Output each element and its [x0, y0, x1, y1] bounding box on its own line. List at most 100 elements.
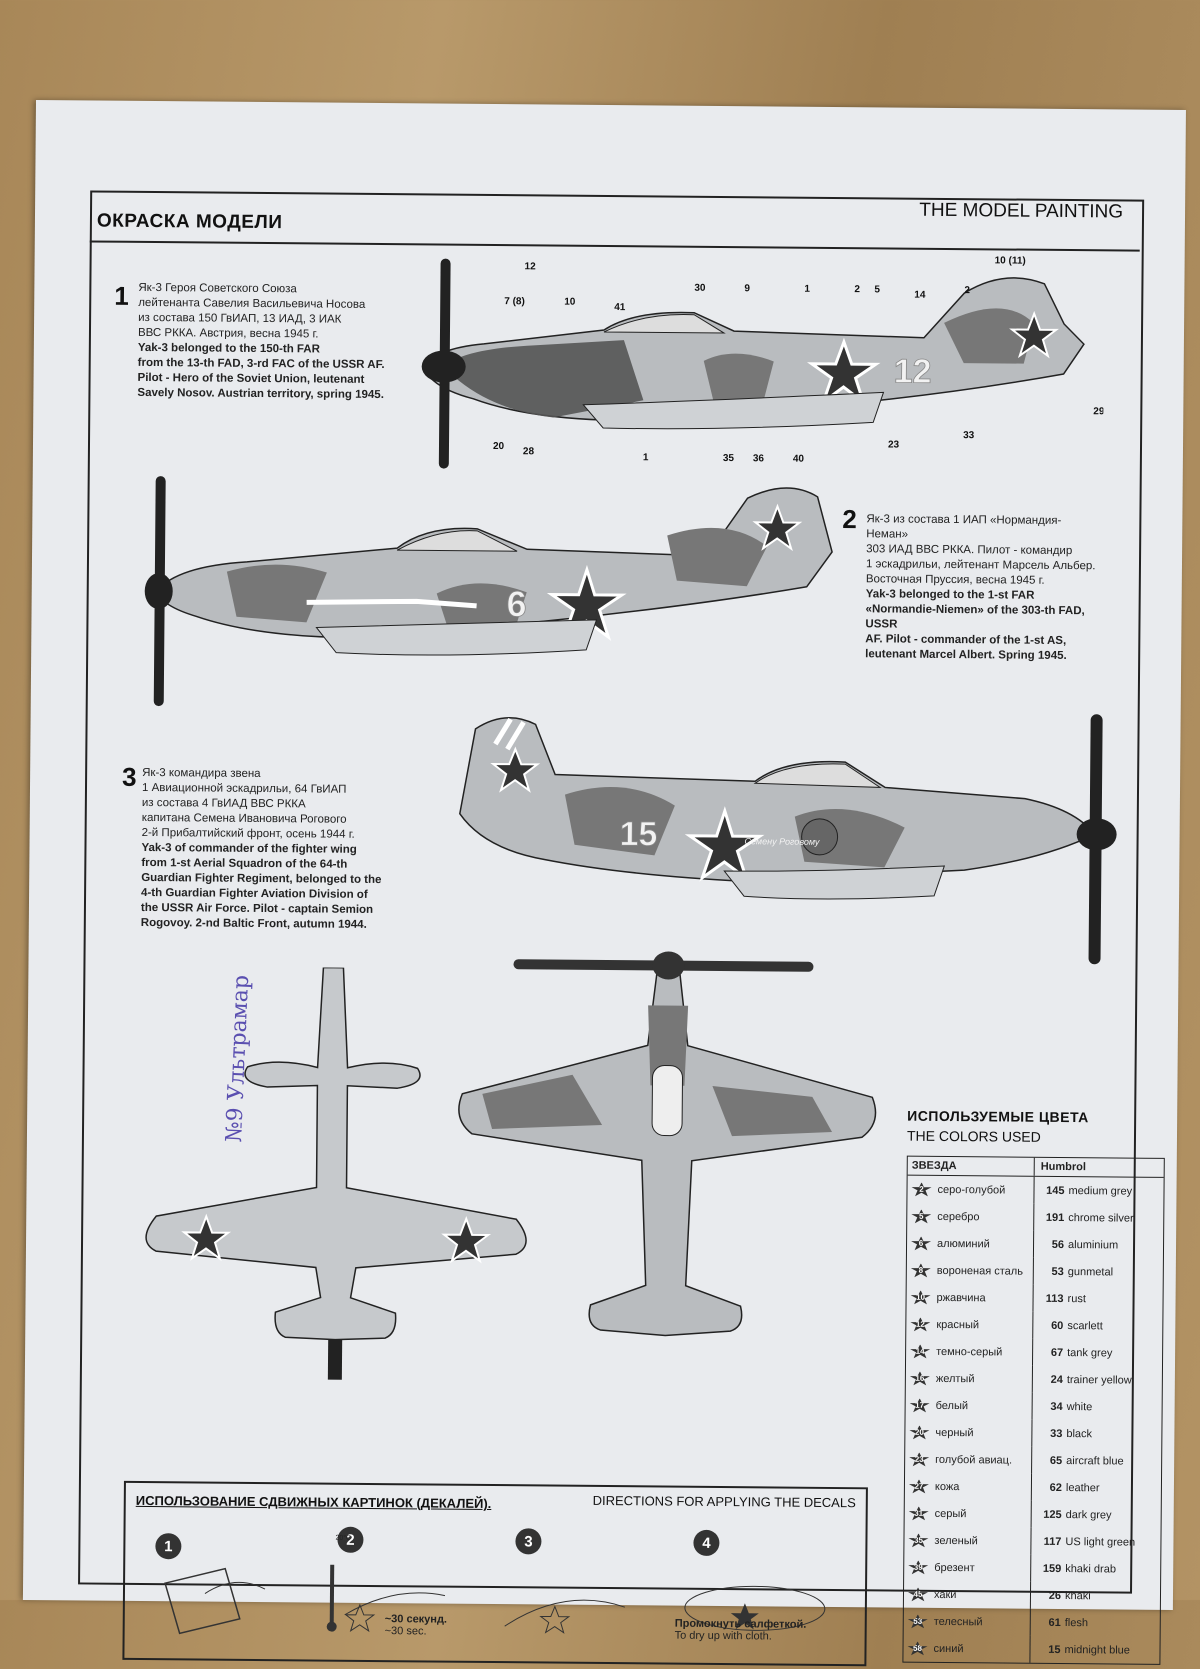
star-number: 14 — [910, 1344, 930, 1358]
callout-number: 1 — [804, 284, 810, 295]
color-name-en: dark grey — [1065, 1508, 1112, 1521]
scheme-2-en-line: «Normandie-Niemen» of the 303-th FAD, US… — [865, 603, 1085, 631]
decal-title-ru: ИСПОЛЬЗОВАНИЕ СДВИЖНЫХ КАРТИНОК (ДЕКАЛЕЙ… — [135, 1492, 492, 1512]
star-number-icon: 14 — [910, 1344, 930, 1358]
color-name-en: khaki — [1064, 1589, 1091, 1602]
callout-number: 9 — [744, 283, 750, 294]
scheme-1-description: 1 Як-3 Героя Советского Союза лейтенанта… — [113, 281, 404, 404]
col-star-header: ЗВЕЗДА — [907, 1156, 1035, 1176]
humbrol-code: 56 — [1051, 1238, 1065, 1251]
callout-number: 30 — [694, 283, 706, 294]
star-number: 17 — [910, 1398, 930, 1412]
callout-number: 12 — [525, 261, 537, 272]
star-number: 45 — [908, 1587, 928, 1601]
star-number: 8 — [911, 1263, 931, 1277]
color-name-ru: голубой авиац. — [929, 1445, 1033, 1474]
colors-title-ru: ИСПОЛЬЗУЕМЫЕ ЦВЕТА — [907, 1107, 1089, 1126]
star-number: 23 — [909, 1452, 929, 1466]
humbrol-code: 53 — [1051, 1265, 1064, 1278]
instruction-sheet: ОКРАСКА МОДЕЛИ THE MODEL PAINTING 1 Як-3… — [22, 100, 1186, 1667]
color-name-en: gunmetal — [1067, 1265, 1114, 1278]
star-number-icon: 8 — [911, 1263, 931, 1277]
color-name-en: US light green — [1065, 1535, 1136, 1549]
star-number: 31 — [909, 1506, 929, 1520]
star-number: 6 — [911, 1236, 931, 1250]
color-name-ru: ржавчина — [930, 1283, 1034, 1312]
plane-bottom-view — [145, 966, 527, 1380]
star-number: 27 — [909, 1479, 929, 1493]
color-name-ru: брезент — [928, 1553, 1032, 1582]
step-4-badge: 4 — [693, 1529, 720, 1557]
humbrol-code: 117 — [1043, 1535, 1062, 1548]
star-number: 35 — [908, 1533, 928, 1547]
colors-title-en: THE COLORS USED — [906, 1127, 1041, 1145]
plane-top-view — [458, 951, 877, 1337]
star-number-icon: 6 — [911, 1236, 931, 1250]
callout-number: 41 — [614, 302, 626, 313]
humbrol-code: 65 — [1049, 1454, 1063, 1467]
star-number-icon: 45 — [908, 1587, 928, 1601]
colors-table-header: ЗВЕЗДА Humbrol — [907, 1156, 1164, 1178]
decal-directions: ИСПОЛЬЗОВАНИЕ СДВИЖНЫХ КАРТИНОК (ДЕКАЛЕЙ… — [122, 1480, 868, 1667]
callout-number: 40 — [793, 454, 805, 465]
humbrol-code: 145 — [1046, 1184, 1065, 1197]
star-number-icon: 5 — [911, 1209, 931, 1223]
star-number-icon: 53 — [908, 1614, 928, 1628]
callout-number: 7 (8) — [504, 296, 525, 307]
color-name-ru: кожа — [928, 1472, 1033, 1501]
callout-number: 2 — [964, 285, 970, 296]
tail-number: 6 — [506, 583, 526, 624]
star-number-icon: 16 — [910, 1371, 930, 1385]
star-number-icon: 2 — [911, 1182, 931, 1196]
title-en: THE MODEL PAINTING — [919, 199, 1124, 223]
color-name-ru: телесный — [927, 1607, 1031, 1636]
decal-title-en: DIRECTIONS FOR APPLYING THE DECALS — [592, 1492, 856, 1511]
callout-number: 10 — [564, 297, 576, 308]
color-name-en: chrome silver — [1068, 1211, 1134, 1225]
plane-3-side-view: 15 Семену Роговому — [458, 714, 1117, 965]
color-name-en: medium grey — [1068, 1184, 1133, 1198]
plane-2-side-view: 6 — [144, 476, 833, 707]
fuselage-inscription: Семену Роговому — [745, 836, 820, 847]
dry-en: To dry up with cloth. — [674, 1629, 772, 1643]
callout-number: 28 — [523, 446, 535, 457]
callout-number: 36 — [753, 453, 765, 464]
star-number-icon: 17 — [910, 1398, 930, 1412]
wait-ru: ~30 секунд. — [384, 1613, 448, 1626]
star-number: 53 — [908, 1614, 928, 1628]
star-number: 16 — [910, 1371, 930, 1385]
color-name-en: leather — [1065, 1481, 1100, 1494]
humbrol-code: 60 — [1051, 1319, 1064, 1332]
callout-number: 10 (11) — [995, 255, 1026, 266]
scheme-3-en-line: Rogovoy. 2-nd Baltic Front, autumn 1944. — [140, 916, 367, 931]
color-name-en: white — [1066, 1400, 1093, 1413]
color-name-ru: серо-голубой — [931, 1175, 1035, 1204]
callout-number: 1 — [643, 452, 649, 463]
color-name-ru: хаки — [927, 1580, 1032, 1609]
star-number-icon: 39 — [908, 1560, 928, 1574]
step-1-badge: 1 — [155, 1533, 182, 1560]
star-number-icon: 20 — [909, 1425, 929, 1439]
color-name-en: aircraft blue — [1066, 1454, 1124, 1468]
dry-caption: Промокнуть салфеткой. To dry up with clo… — [675, 1618, 807, 1643]
col-humbrol-header: Humbrol — [1040, 1160, 1087, 1174]
star-number: 2 — [911, 1182, 931, 1196]
callout-number: 5 — [874, 284, 880, 295]
tail-number: 12 — [893, 352, 931, 390]
callout-number: 29 — [1093, 406, 1104, 417]
color-name-ru: белый — [929, 1391, 1033, 1420]
star-number-icon: 31 — [909, 1506, 929, 1520]
callout-number: 20 — [493, 441, 505, 452]
color-name-ru: серый — [928, 1499, 1032, 1528]
color-name-ru: вороненая сталь — [930, 1256, 1034, 1285]
color-name-ru: красный — [930, 1310, 1034, 1339]
